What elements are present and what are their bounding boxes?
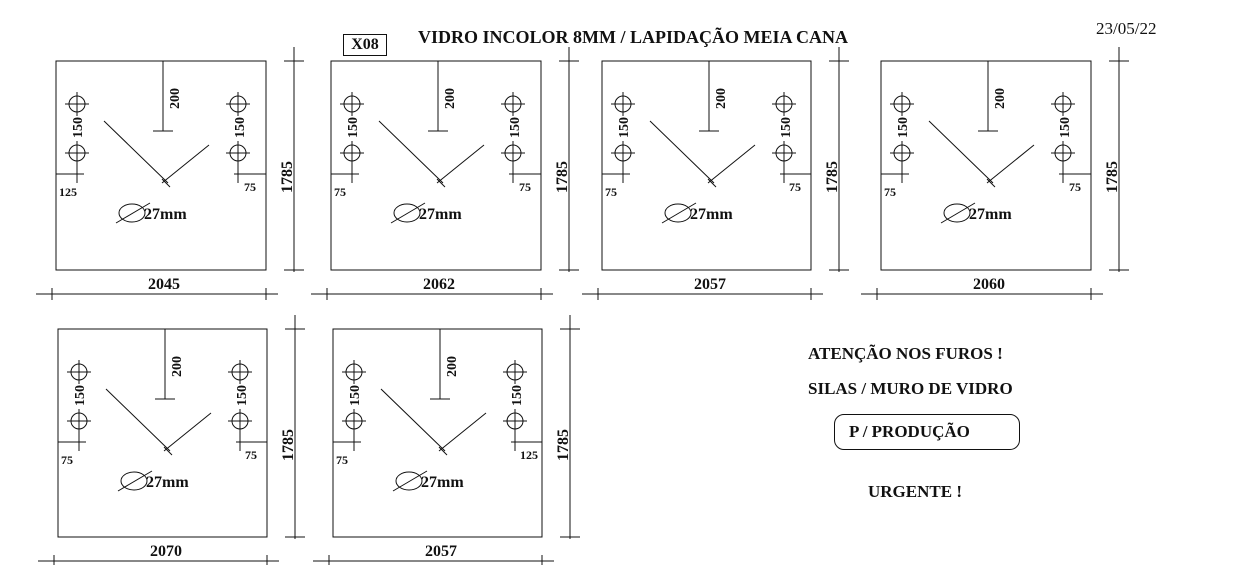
height-dimension-label: 1785 (280, 429, 297, 461)
width-dimension-label: 2045 (148, 276, 180, 293)
left-hole-spacing: 150 (73, 385, 88, 406)
v-vertex-mark (986, 178, 996, 188)
width-dimension-label: 2070 (150, 543, 182, 560)
diameter-slash (115, 202, 151, 224)
left-offset-label: 75 (605, 185, 617, 199)
width-dimension-label: 2062 (423, 276, 455, 293)
glass-panel-3: 200 150 150 75 75 27mm 2057 1785 (582, 47, 849, 300)
left-offset-label: 75 (884, 185, 896, 199)
note-holes-warning: ATENÇÃO NOS FUROS ! (808, 344, 1003, 363)
v-line-right (438, 412, 487, 452)
width-dimension-label: 2057 (694, 276, 726, 293)
v-vertex-mark (436, 178, 446, 188)
diameter-slash (392, 470, 428, 492)
v-vertex-mark (707, 178, 717, 188)
diameter-slash (117, 470, 153, 492)
glass-panel-5: 200 150 150 75 75 27mm 2070 1785 (38, 315, 305, 565)
v-line-right (986, 144, 1035, 184)
left-offset-label: 75 (61, 453, 73, 467)
v-line-left (380, 388, 446, 452)
right-hole-spacing: 150 (235, 385, 250, 406)
diameter-icon (118, 203, 146, 223)
left-offset-label: 75 (334, 185, 346, 199)
right-offset-label: 75 (1069, 180, 1081, 194)
panel-outline (880, 60, 1092, 271)
height-dimension-label: 1785 (824, 161, 841, 193)
top-hole-dimension: 200 (445, 356, 460, 377)
diameter-icon (664, 203, 692, 223)
note-production-badge: P / PRODUÇÃO (834, 414, 1020, 450)
v-line-left (928, 120, 994, 184)
right-offset-label: 125 (520, 448, 538, 462)
v-line-right (163, 412, 212, 452)
panel-outline (57, 328, 268, 538)
panel-outline (330, 60, 542, 271)
height-dimension-label: 1785 (554, 161, 571, 193)
right-hole-spacing: 150 (510, 385, 525, 406)
note-client: SILAS / MURO DE VIDRO (808, 379, 1013, 398)
glass-panel-6: 200 150 150 75 125 27mm 2057 1785 (313, 315, 580, 565)
right-offset-label: 75 (519, 180, 531, 194)
diameter-icon (120, 471, 148, 491)
v-line-right (161, 144, 210, 184)
v-line-left (105, 388, 171, 452)
right-offset-label: 75 (245, 448, 257, 462)
left-hole-spacing: 150 (617, 117, 632, 138)
v-vertex-mark (438, 446, 448, 456)
diameter-icon (943, 203, 971, 223)
drawing-title: VIDRO INCOLOR 8MM / LAPIDAÇÃO MEIA CANA (418, 27, 848, 47)
diameter-icon (395, 471, 423, 491)
hole-diameter-label: 27mm (419, 206, 462, 223)
right-offset-label: 75 (244, 180, 256, 194)
hole-diameter-label: 27mm (969, 206, 1012, 223)
right-offset-label: 75 (789, 180, 801, 194)
height-dimension-label: 1785 (555, 429, 572, 461)
left-hole-spacing: 150 (346, 117, 361, 138)
width-dimension-label: 2060 (973, 276, 1005, 293)
v-vertex-mark (161, 178, 171, 188)
diameter-icon (393, 203, 421, 223)
height-dimension-label: 1785 (1104, 161, 1121, 193)
left-offset-label: 125 (59, 185, 77, 199)
top-hole-dimension: 200 (170, 356, 185, 377)
hole-diameter-label: 27mm (144, 206, 187, 223)
v-line-right (436, 144, 485, 184)
left-hole-spacing: 150 (348, 385, 363, 406)
hole-diameter-label: 27mm (690, 206, 733, 223)
v-vertex-mark (163, 446, 173, 456)
right-hole-spacing: 150 (508, 117, 523, 138)
v-line-left (378, 120, 444, 184)
glass-panel-4: 200 150 150 75 75 27mm 2060 1785 (861, 47, 1129, 300)
top-hole-dimension: 200 (714, 88, 729, 109)
top-hole-dimension: 200 (168, 88, 183, 109)
height-dimension-label: 1785 (279, 161, 296, 193)
panel-outline (55, 60, 267, 271)
diameter-slash (390, 202, 426, 224)
note-urgent: URGENTE ! (868, 482, 962, 501)
diameter-slash (940, 202, 976, 224)
left-hole-spacing: 150 (896, 117, 911, 138)
right-hole-spacing: 150 (1058, 117, 1073, 138)
width-dimension-label: 2057 (425, 543, 457, 560)
glass-panel-2: 200 150 150 75 75 27mm 2062 1785 (311, 47, 579, 300)
top-hole-dimension: 200 (443, 88, 458, 109)
reference-box: X08 (343, 34, 387, 56)
right-hole-spacing: 150 (233, 117, 248, 138)
left-hole-spacing: 150 (71, 117, 86, 138)
drawing-date: 23/05/22 (1096, 19, 1157, 38)
top-hole-dimension: 200 (993, 88, 1008, 109)
right-hole-spacing: 150 (779, 117, 794, 138)
panel-outline (332, 328, 543, 538)
hole-diameter-label: 27mm (146, 474, 189, 491)
diameter-slash (661, 202, 697, 224)
hole-diameter-label: 27mm (421, 474, 464, 491)
v-line-left (649, 120, 715, 184)
v-line-left (103, 120, 169, 184)
panel-outline (601, 60, 812, 271)
glass-panel-1: 200 150 150 125 75 27mm 2045 1785 (36, 47, 304, 300)
left-offset-label: 75 (336, 453, 348, 467)
v-line-right (707, 144, 756, 184)
